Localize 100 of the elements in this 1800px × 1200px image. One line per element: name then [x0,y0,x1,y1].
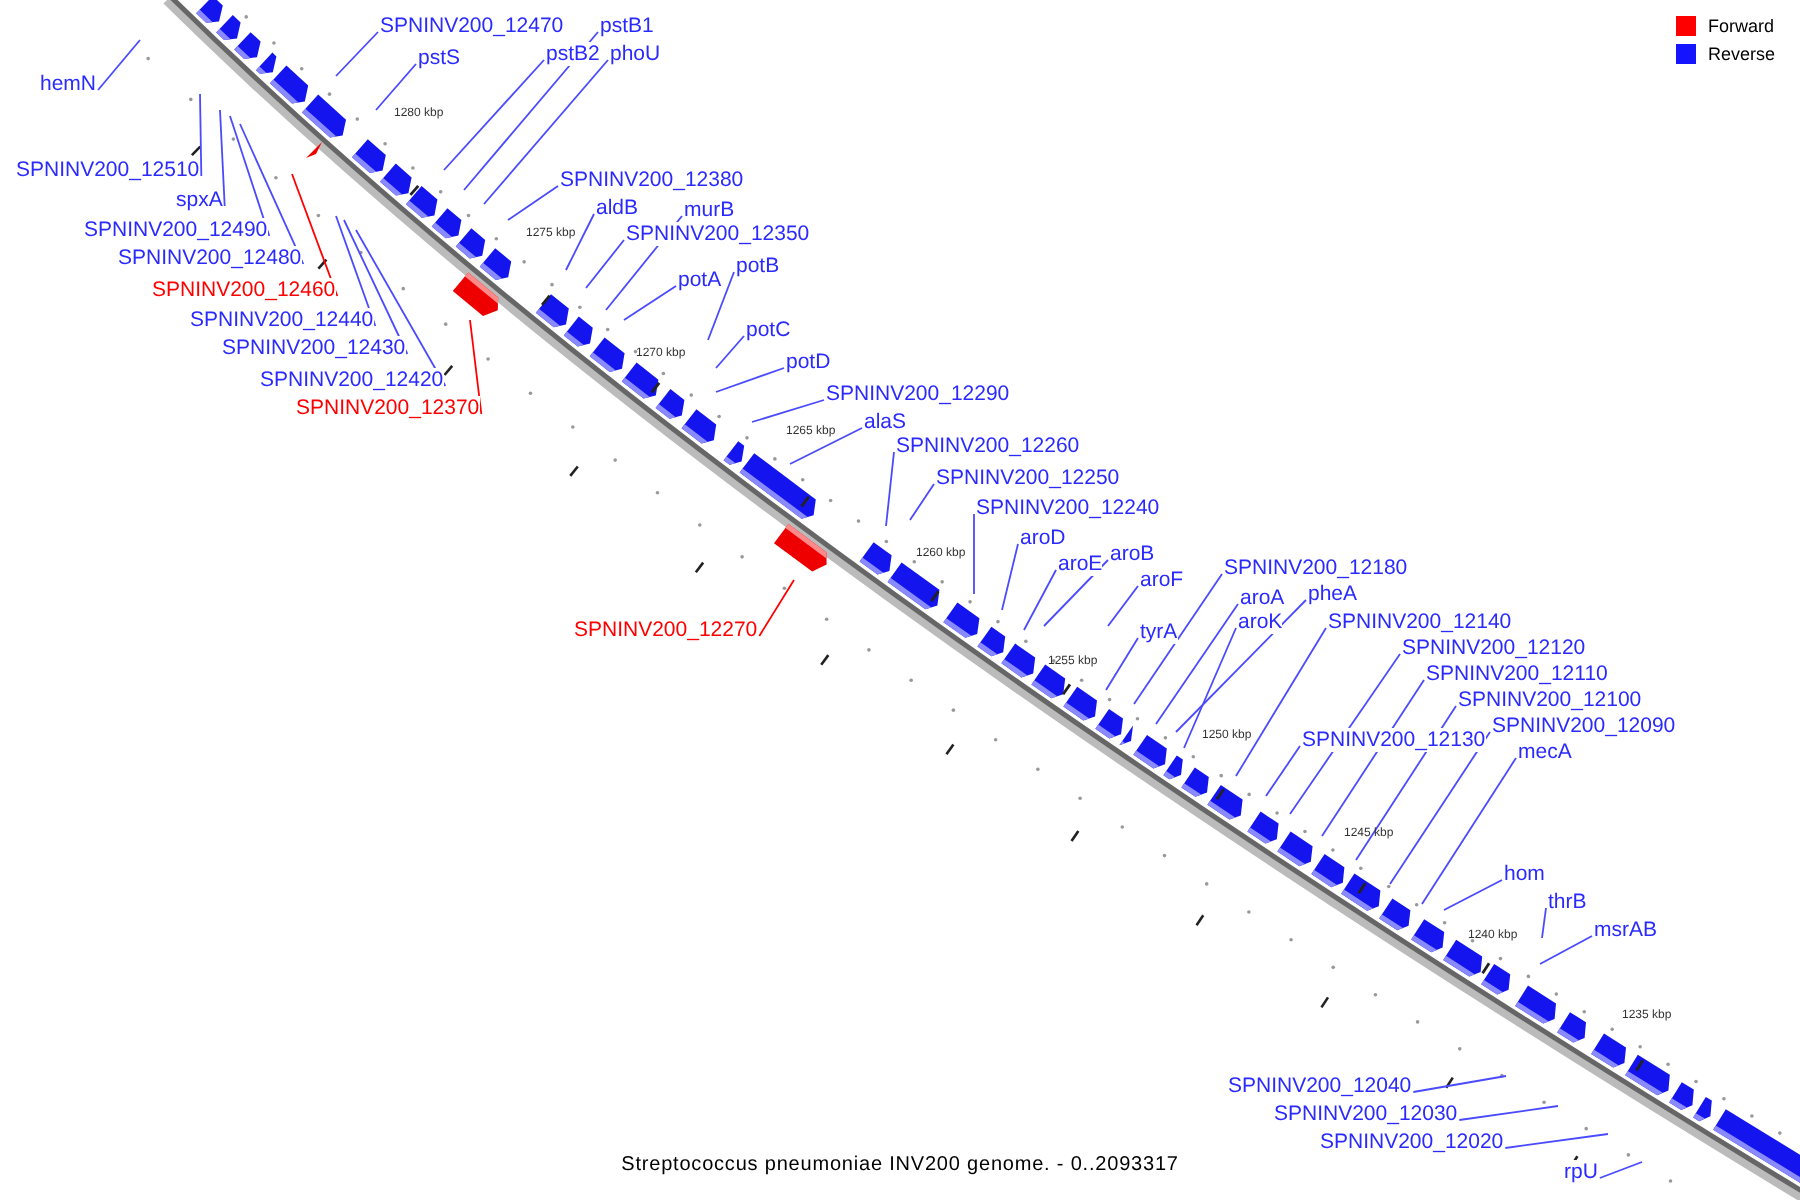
gene-label: SPNINV200_12480 [118,246,302,270]
leader-line [715,335,745,369]
gene-label: hom [1504,862,1545,886]
leader-line [229,115,271,237]
gene-label: thrB [1548,890,1587,914]
leader-line [715,367,785,393]
leader-line [909,483,935,521]
gene-label: SPNINV200_12290 [826,382,1010,406]
leader-line [375,63,417,111]
gene-label: phoU [610,42,661,66]
leader-line [507,185,559,221]
gene-label: pstB2 [546,42,600,66]
leader-line [973,513,975,595]
leader-line [1504,1133,1609,1149]
leader-line [1001,543,1019,611]
gene-label: spxA [176,188,223,212]
leader-line [1598,1161,1643,1179]
gene-label: msrAB [1594,918,1657,942]
gene-label: aroK [1238,610,1283,634]
gene-label: SPNINV200_12110 [1426,662,1608,686]
gene-label: SPNINV200_12020 [1320,1130,1504,1154]
gene-label: SPNINV200_12470 [380,14,564,38]
gene-label: potB [736,254,780,278]
leader-line [97,39,141,91]
leader-line [1389,731,1491,885]
gene-label: mecA [1518,740,1572,764]
leader-line [1458,1105,1559,1121]
gene-label: SPNINV200_12350 [626,222,810,246]
leader-line [789,427,863,465]
legend-label: Forward [1708,16,1775,36]
gene-label: aroD [1020,526,1066,550]
leader-line [1023,569,1057,631]
leader-line [1265,745,1301,797]
leader-line [565,213,595,271]
leader-line [1155,603,1239,725]
leader-line [758,579,795,637]
gene-label: SPNINV200_12140 [1328,610,1512,634]
gene-label: SPNINV200_12430 [222,336,406,360]
gene-label: aldB [596,196,639,220]
leader-line [585,239,625,289]
gene-label: potC [746,318,791,342]
gene-label: SPNINV200_12100 [1458,688,1642,712]
gene-label: SPNINV200_12260 [896,434,1080,458]
leader-line [239,123,305,265]
leader-line [1133,573,1223,705]
gene-label: SPNINV200_12090 [1492,714,1676,738]
gene-label: SPNINV200_12380 [560,168,744,192]
gene-label: SPNINV200_12270 [574,618,758,642]
leader-line [751,399,825,423]
leader-line [1541,907,1547,939]
gene-label: SPNINV200_12440 [190,308,374,332]
gene-label: SPNINV200_12420 [260,368,444,392]
leader-line [623,285,677,321]
gene-label: aroF [1140,568,1184,592]
leader-line [335,215,377,327]
leader-line [1107,585,1139,627]
leader-line [1235,627,1327,777]
leader-line [443,59,545,171]
leader-line [355,229,447,387]
gene-label: SPNINV200_12180 [1224,556,1408,580]
leader-line [335,31,379,77]
gene-label: pstB1 [600,14,654,38]
leader-line [707,271,735,341]
leader-line [1421,757,1517,905]
gene-label: aroB [1110,542,1155,566]
gene-label: SPNINV200_12510 [16,158,200,182]
gene-label: SPNINV200_12130 [1302,728,1486,752]
leader-line [1043,559,1109,627]
leader-line [343,219,409,355]
leader-line [291,173,339,297]
gene-label: SPNINV200_12490 [84,218,268,242]
leader-line [1183,627,1237,749]
caption: Streptococcus pneumoniae INV200 genome. - 0..2093317 [621,1154,1179,1176]
gene-label: aroE [1058,552,1103,576]
leader-line [1443,879,1503,911]
leader-line [885,451,895,527]
gene-label: pheA [1308,582,1358,606]
legend-label: Reverse [1708,44,1776,64]
gene-label: SPNINV200_12040 [1228,1074,1412,1098]
gene-label: SPNINV200_12030 [1274,1102,1458,1126]
gene-label: SPNINV200_12240 [976,496,1160,520]
gene-label: tyrA [1140,620,1178,644]
leader-line [219,109,226,207]
leader-line [1175,599,1307,733]
gene-label: alaS [864,410,907,434]
gene-label: hemN [40,72,97,96]
gene-label: SPNINV200_12250 [936,466,1120,490]
gene-label: SPNINV200_12460 [152,278,336,302]
gene-label: potA [678,268,722,292]
gene-label: SPNINV200_12370 [296,396,480,420]
gene-label: pstS [418,46,461,70]
leader-line [1539,935,1593,965]
leader-line [199,93,203,177]
leader-line [1412,1075,1507,1093]
leader-line [483,59,609,205]
gene-label: rpU [1564,1160,1598,1184]
gene-label: aroA [1240,586,1285,610]
gene-label: potD [786,350,831,374]
leader-line [1105,637,1139,691]
gene-label: murB [684,198,735,222]
